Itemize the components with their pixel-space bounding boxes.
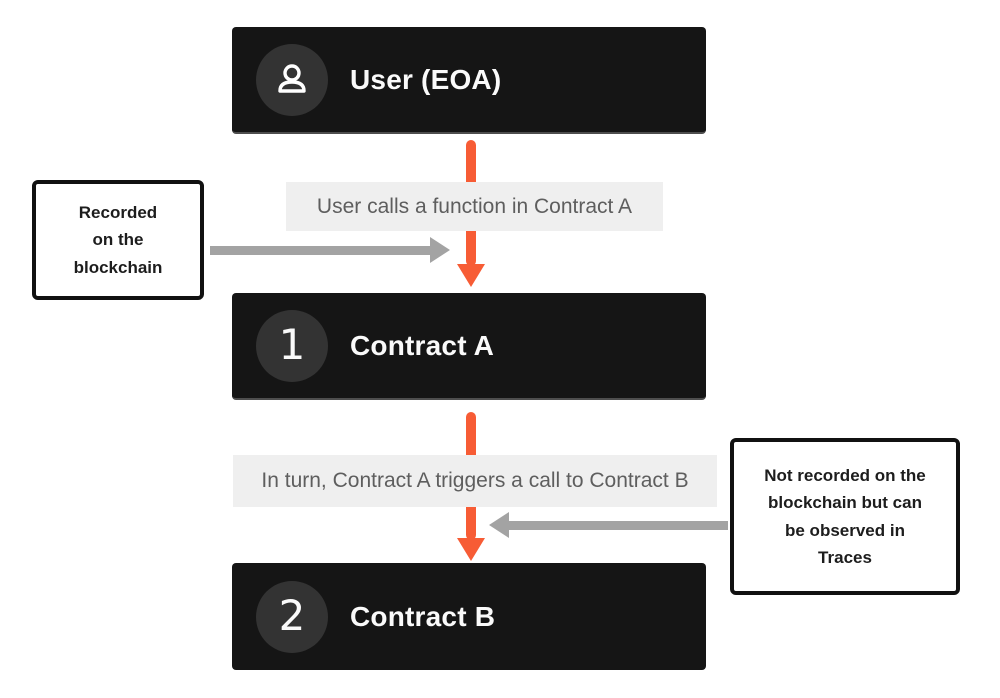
- edge-label-user-call: User calls a function in Contract A: [286, 182, 663, 231]
- note-line: blockchain but can: [768, 493, 922, 513]
- flow-arrowhead-user-to-a: [457, 264, 485, 287]
- gray-arrow-right-head-icon: [489, 512, 509, 538]
- note-line: Not recorded on the: [764, 466, 926, 486]
- gray-arrow-left-head-icon: [430, 237, 450, 263]
- gray-arrow-left-shaft: [210, 246, 432, 255]
- edge-label-contract-call: In turn, Contract A triggers a call to C…: [233, 455, 717, 507]
- note-line: Recorded: [78, 203, 158, 223]
- node-contract-b: 2 Contract B: [232, 563, 706, 670]
- node-title-user: User (EOA): [350, 63, 502, 95]
- user-badge: [256, 43, 328, 116]
- gray-arrow-right-shaft: [508, 521, 728, 530]
- note-not-recorded-traces: Not recorded on the blockchain but can b…: [730, 438, 960, 595]
- note-line: on the: [92, 230, 144, 250]
- contract-a-badge: 1: [256, 309, 328, 382]
- contract-b-badge: 2: [256, 580, 328, 653]
- node-user-eoa: User (EOA): [232, 27, 706, 134]
- note-recorded-on-blockchain: Recorded on the blockchain: [32, 180, 204, 300]
- node-title-contract-a: Contract A: [350, 329, 495, 361]
- user-icon: [278, 63, 306, 93]
- node-contract-a: 1 Contract A: [232, 293, 706, 400]
- badge-number-2: 2: [278, 590, 306, 640]
- flow-arrowhead-a-to-b: [457, 538, 485, 561]
- node-title-contract-b: Contract B: [350, 600, 496, 632]
- note-line: Traces: [818, 547, 872, 567]
- note-line: blockchain: [73, 257, 163, 277]
- note-line: be observed in: [785, 520, 905, 540]
- badge-number-1: 1: [278, 319, 306, 369]
